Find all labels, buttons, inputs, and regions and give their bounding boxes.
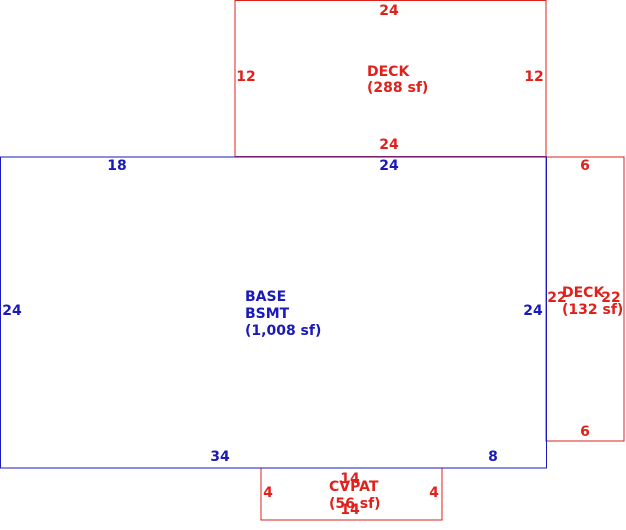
cvpat-dim-right: 4: [429, 485, 439, 501]
cvpat-name: CVPAT: [329, 479, 379, 495]
base-dim-top-left: 18: [107, 158, 126, 174]
deck-top-name: DECK: [367, 64, 410, 80]
deck-right-dim-right: 22: [601, 290, 620, 306]
base-name-line2: BSMT: [245, 306, 290, 322]
base-dim-bottom-left: 34: [210, 449, 230, 465]
deck-right-name: DECK: [562, 285, 605, 301]
base-name-line1: BASE: [245, 289, 286, 305]
base-dim-bottom-right: 8: [488, 449, 498, 465]
deck-top-dim-right: 12: [524, 69, 543, 85]
base-dim-left: 24: [2, 303, 22, 319]
cvpat-area: (56 sf): [329, 496, 381, 512]
deck-right-area: (132 sf): [562, 302, 623, 318]
deck-right-dim-top: 6: [580, 158, 590, 174]
deck-top-dim-bottom: 24: [379, 137, 399, 153]
base-bsmt-outline: [0, 156, 547, 469]
deck-right-dim-bottom: 6: [580, 424, 590, 440]
cvpat-dim-bottom: 14: [340, 502, 360, 518]
cvpat-dim-left: 4: [263, 485, 273, 501]
deck-right-dim-left: 22: [547, 290, 566, 306]
base-dim-right: 24: [523, 303, 543, 319]
base-area: (1,008 sf): [245, 323, 321, 339]
deck-top-area: (288 sf): [367, 80, 428, 96]
deck-top-dim-top: 24: [379, 3, 399, 19]
deck-top-dim-left: 12: [236, 69, 255, 85]
base-dim-top-mid: 24: [379, 158, 399, 174]
cvpat-dim-top: 14: [340, 471, 360, 487]
